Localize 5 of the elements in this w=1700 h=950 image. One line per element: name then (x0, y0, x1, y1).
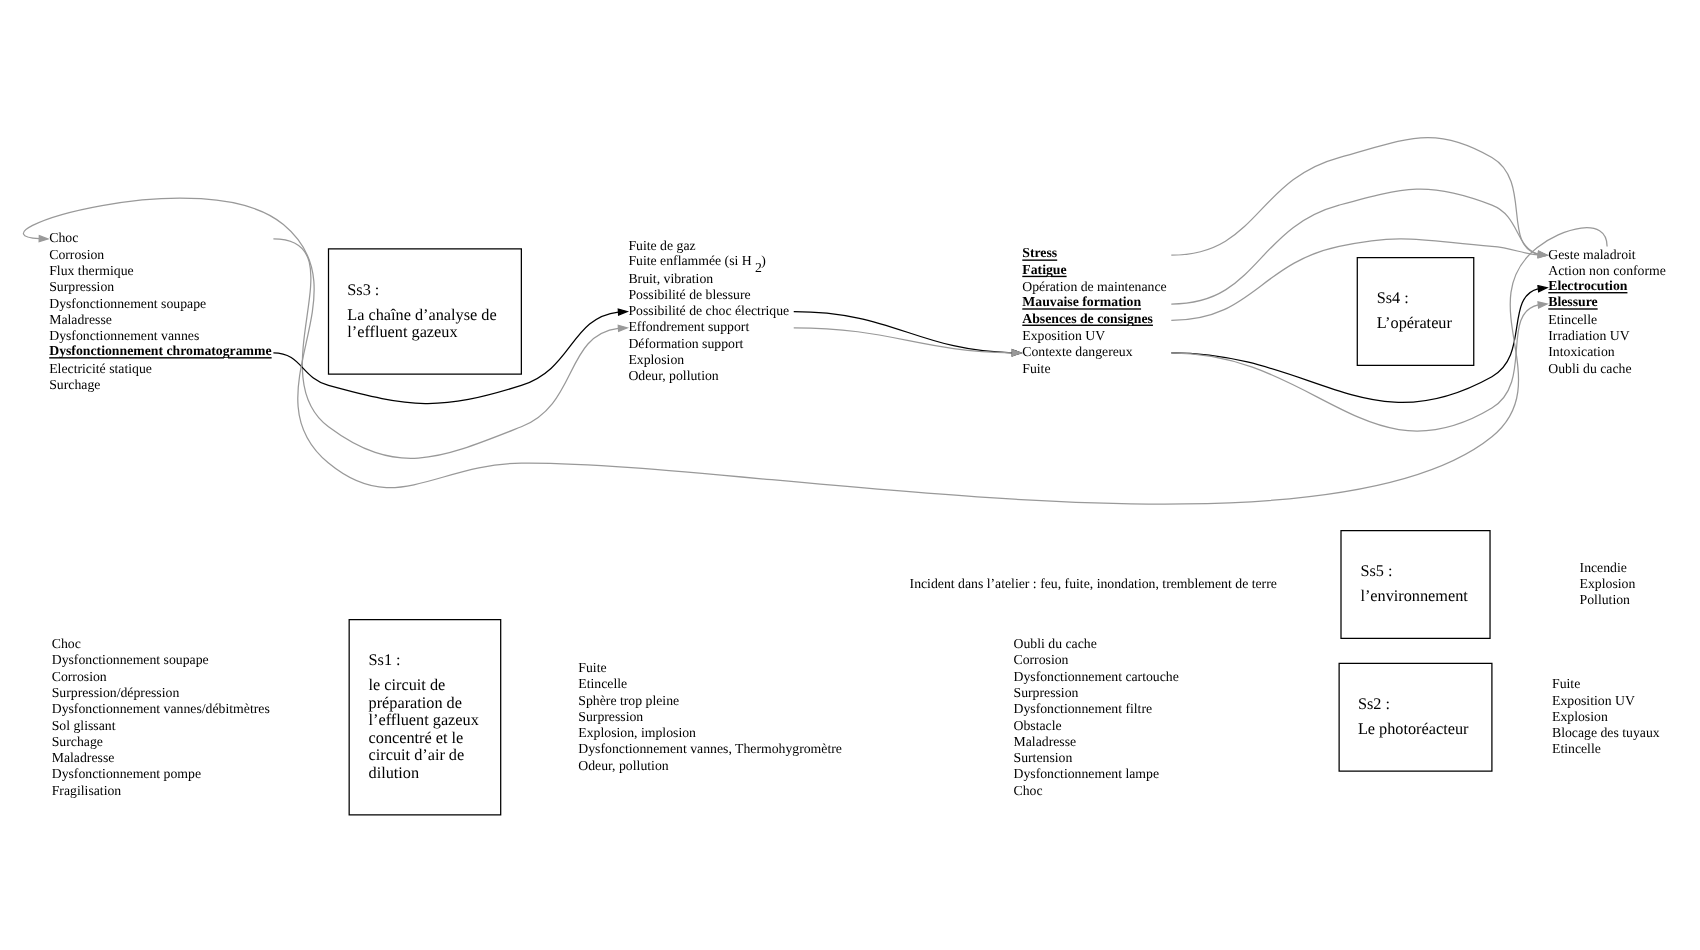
arrow (272, 237, 630, 458)
arrow (272, 307, 630, 404)
arrow (1170, 300, 1549, 431)
arrow (793, 326, 1023, 356)
arrow (793, 309, 1023, 356)
